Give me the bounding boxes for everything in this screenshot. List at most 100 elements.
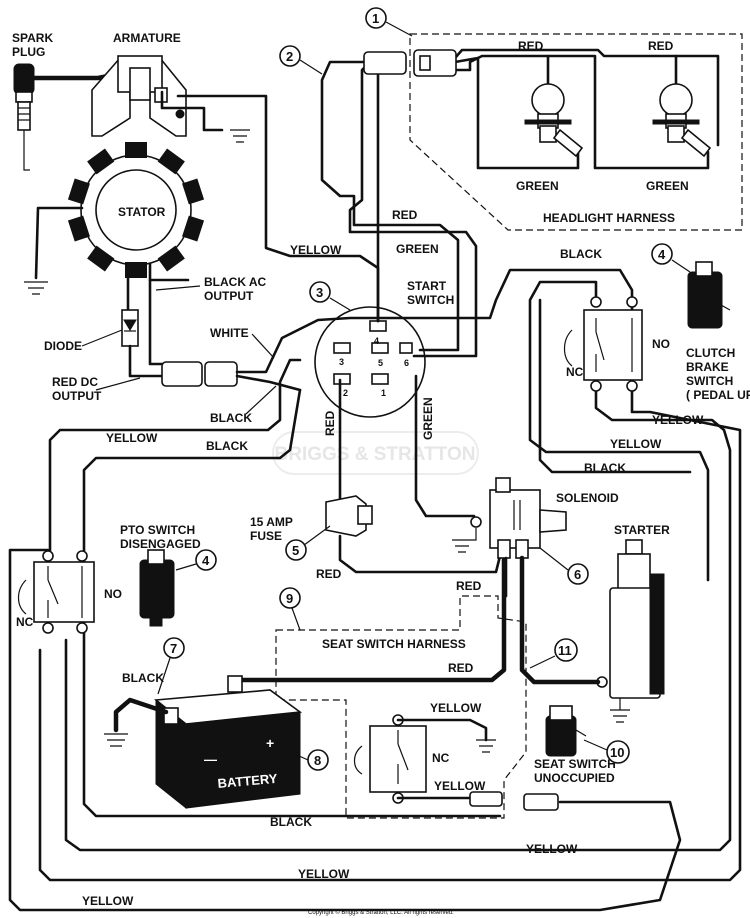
- pto-switch-body: [33, 561, 95, 623]
- seat-harness-yellow-label-top: YELLOW: [430, 701, 482, 715]
- stator-tooth: [182, 215, 205, 242]
- armature-ground-icon: [230, 129, 250, 143]
- stator-tooth: [182, 178, 205, 205]
- pto-no-label: NO: [104, 587, 122, 601]
- wire-black-battery-ground: [113, 697, 169, 733]
- stator-tooth: [125, 142, 147, 158]
- battery-positive-terminal: [227, 675, 243, 693]
- wire-yellow-clutch: [64, 390, 732, 852]
- watermark-text: BRIGGS & STRATTON: [275, 444, 476, 465]
- yellow-wire-label-bottom-left: YELLOW: [82, 894, 134, 908]
- diode-icon: [123, 319, 137, 331]
- wire-red-fuse-solenoid: [338, 534, 502, 574]
- copyright-notice: Copyright © Briggs & Stratton, LLC. All …: [308, 909, 454, 916]
- callout-4a: 4: [651, 243, 691, 273]
- fuse-body: [325, 495, 367, 537]
- terminal-4-pin: [369, 320, 387, 332]
- svg-text:4: 4: [658, 247, 666, 262]
- svg-text:6: 6: [574, 567, 581, 582]
- battery-minus-sign: —: [204, 752, 217, 767]
- headlight-red-wire: [453, 48, 720, 147]
- terminal-5-pin: [371, 342, 389, 354]
- headlight-bulb-right: [652, 83, 712, 158]
- wire-starter-cable: [519, 555, 601, 685]
- stator-tooth: [87, 148, 115, 175]
- black-wire-label-start: BLACK: [210, 411, 252, 425]
- red-wire-label-vertical: RED: [323, 410, 337, 436]
- terminal-6-pin: [399, 342, 413, 354]
- yellow-wire-label-bottom-right: YELLOW: [526, 842, 578, 856]
- svg-text:11: 11: [558, 643, 572, 658]
- yellow-wire-label-bottom-mid: YELLOW: [298, 867, 350, 881]
- battery-ground-icon: [104, 733, 128, 747]
- wire-yellow-left: [48, 358, 302, 554]
- wire-black-start: [235, 374, 302, 392]
- yellow-wire-label-right-1: YELLOW: [652, 413, 704, 427]
- clutch-no-label: NO: [652, 337, 670, 351]
- callout-9: 9: [279, 587, 301, 631]
- green-wire-label-top: GREEN: [396, 242, 439, 256]
- seat-switch-photo: [545, 715, 577, 757]
- stator-tooth: [87, 245, 115, 272]
- wire-black-loop: [82, 388, 502, 818]
- start-switch-body: [314, 306, 426, 418]
- solenoid-label: SOLENOID: [556, 491, 619, 505]
- battery: BATTERY + —: [153, 675, 303, 810]
- pto-nc-label: NC: [16, 615, 34, 629]
- wire-red-battery: [237, 557, 507, 683]
- svg-text:4: 4: [202, 553, 210, 568]
- wire-black-clutch-down: [528, 280, 710, 582]
- callout-11: 11: [529, 638, 578, 669]
- armature: ARMATURE: [91, 31, 250, 143]
- stator-tooth: [157, 245, 185, 272]
- stator: STATOR: [24, 142, 205, 312]
- clutch-nc-label: NC: [566, 365, 584, 379]
- wire-yellow-clutch-2: [38, 390, 742, 882]
- armature-label: ARMATURE: [113, 31, 181, 45]
- solenoid-ground-icon: [452, 528, 477, 553]
- starter-ground-icon: [610, 698, 630, 723]
- stator-tooth: [125, 262, 147, 278]
- terminal-3-pin: [333, 342, 351, 354]
- wire-yellow-clutch-3: [538, 298, 692, 474]
- wire-green-loop: [348, 60, 478, 358]
- clutch-switch-photo: [687, 271, 723, 329]
- harness-output-connector: [204, 361, 238, 387]
- callout-1: 1: [365, 7, 413, 37]
- starter: STARTER: [596, 523, 670, 723]
- stator-output-connector: [161, 361, 203, 387]
- battery-plus-sign: +: [266, 735, 274, 751]
- callout-7: 7: [157, 637, 185, 695]
- svg-text:3: 3: [316, 285, 323, 300]
- diode-label: DIODE: [44, 339, 82, 353]
- seat-harness-nc-label: NC: [432, 751, 450, 765]
- red-wire-label-battery: RED: [448, 661, 474, 675]
- svg-text:5: 5: [292, 543, 299, 558]
- wire-yellow-outer: [8, 548, 682, 912]
- terminal-3-label: 3: [339, 357, 344, 367]
- terminal-4-label: 4: [374, 336, 379, 346]
- black-wire-label-top: BLACK: [560, 247, 602, 261]
- stator-teeth: [67, 142, 205, 278]
- stator-ground-icon: [24, 281, 48, 295]
- red-wire-label-fuse: RED: [316, 567, 342, 581]
- pto-switch-photo: [139, 559, 175, 619]
- wire-red-loop: [320, 60, 460, 352]
- headlight-harness-label: HEADLIGHT HARNESS: [543, 211, 675, 225]
- headlight-red-label-right: RED: [648, 39, 674, 53]
- headlight-harness-connector: [363, 51, 407, 75]
- callout-8: 8: [285, 749, 329, 771]
- callout-5: 5: [285, 539, 307, 561]
- svg-text:7: 7: [170, 641, 177, 656]
